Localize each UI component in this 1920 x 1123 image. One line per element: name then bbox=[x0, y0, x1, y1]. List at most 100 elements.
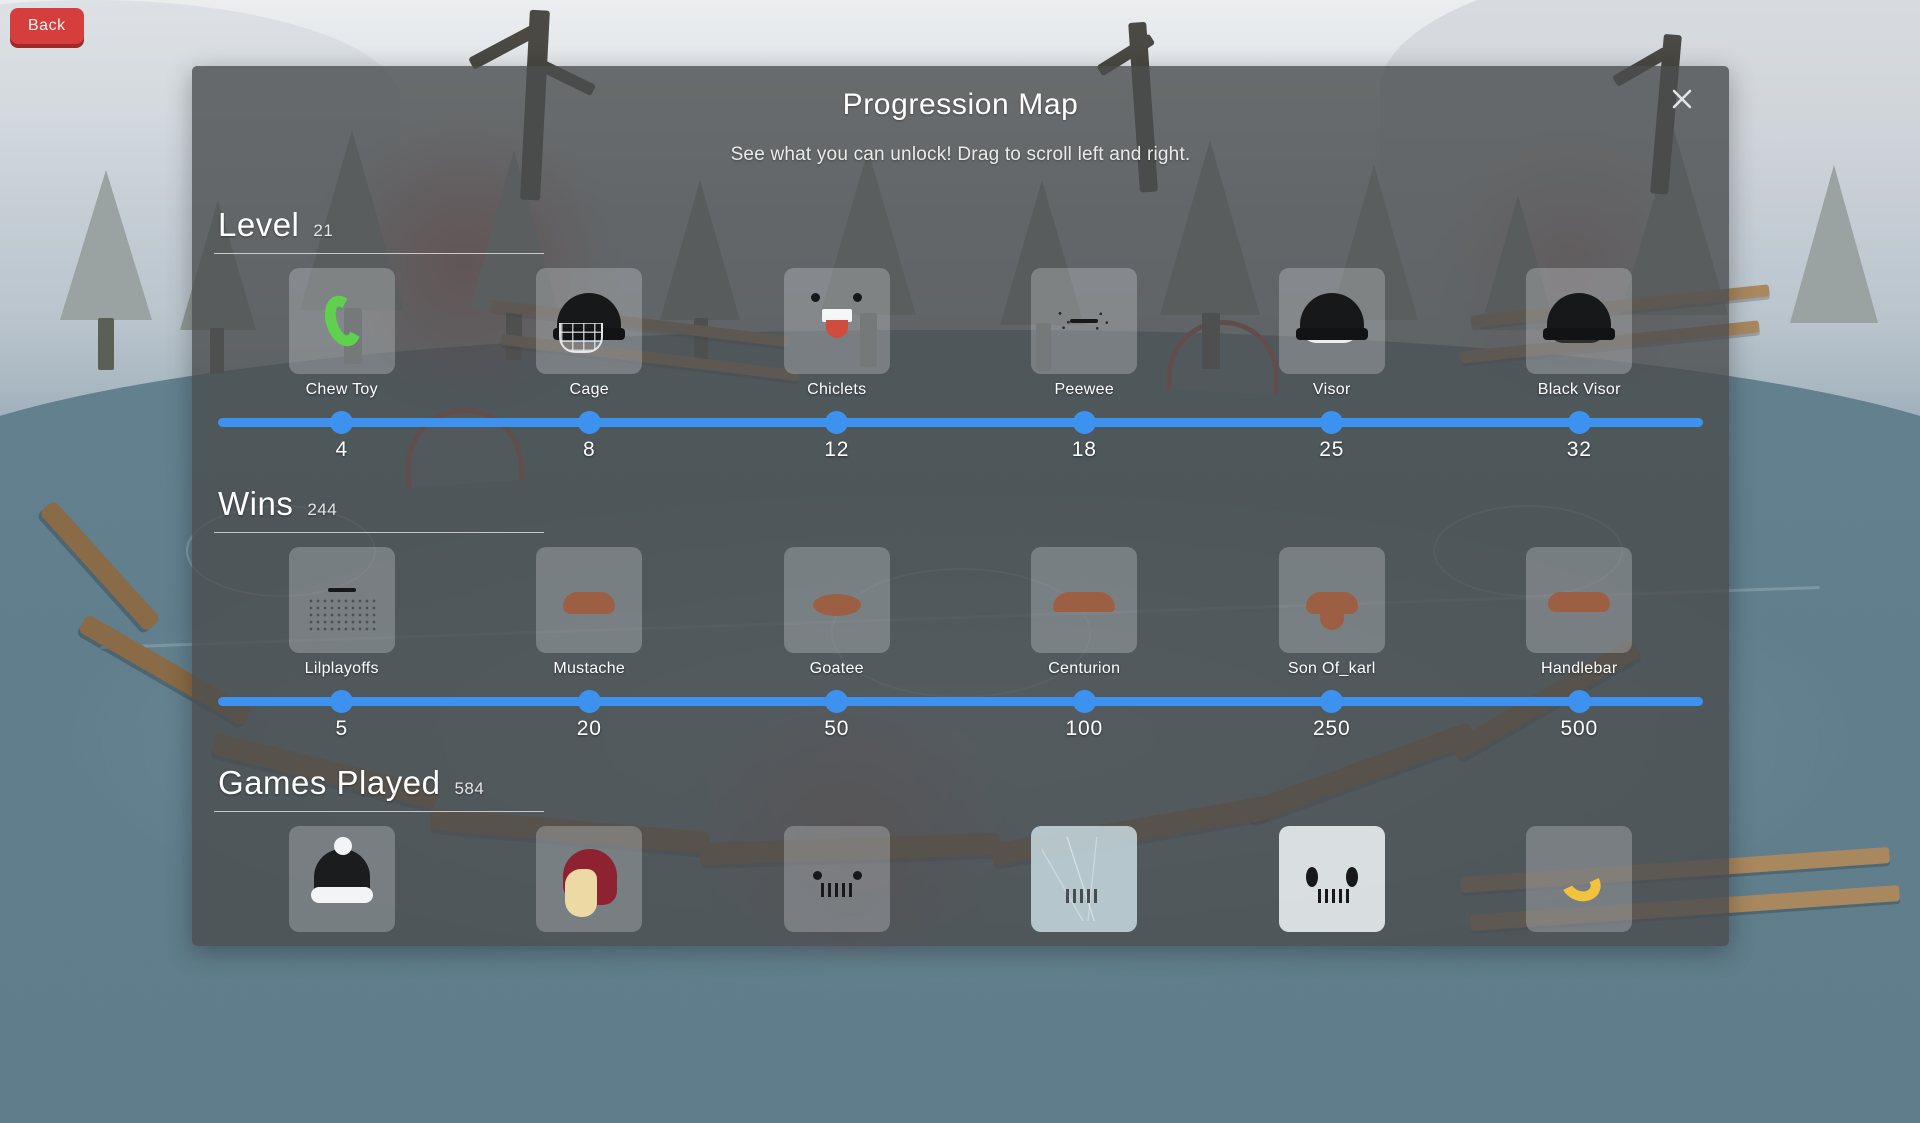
slider-node[interactable]: 500 bbox=[1456, 690, 1704, 741]
item-thumbnail[interactable] bbox=[536, 547, 642, 653]
unlock-items-row: Lilplayoffs Mustache Goatee bbox=[214, 547, 1707, 678]
back-button[interactable]: Back bbox=[10, 8, 84, 44]
progression-map-dialog: Progression Map See what you can unlock!… bbox=[192, 66, 1729, 946]
slider-node[interactable]: 250 bbox=[1208, 690, 1456, 741]
item-thumbnail[interactable] bbox=[1031, 268, 1137, 374]
unlock-item[interactable] bbox=[1456, 826, 1704, 939]
item-label: Centurion bbox=[1048, 660, 1120, 678]
item-thumbnail[interactable] bbox=[289, 268, 395, 374]
item-thumbnail[interactable] bbox=[1526, 826, 1632, 932]
slider-node-value: 100 bbox=[1066, 717, 1103, 741]
item-thumbnail[interactable] bbox=[1279, 268, 1385, 374]
unlock-item[interactable]: Black Visor bbox=[1456, 268, 1704, 399]
white-mask-icon bbox=[1290, 837, 1374, 921]
unlock-item[interactable]: Chew Toy bbox=[218, 268, 466, 399]
slider-node-dot bbox=[1073, 411, 1096, 434]
item-label: Black Visor bbox=[1538, 381, 1621, 399]
slider-node-value: 250 bbox=[1313, 717, 1350, 741]
unlock-item[interactable] bbox=[961, 826, 1209, 939]
banana-icon bbox=[1537, 837, 1621, 921]
slider-node-dot bbox=[1320, 690, 1343, 713]
unlock-item[interactable]: Peewee bbox=[961, 268, 1209, 399]
unlock-item[interactable] bbox=[466, 826, 714, 939]
item-thumbnail[interactable] bbox=[536, 268, 642, 374]
item-thumbnail[interactable] bbox=[536, 826, 642, 932]
lilplayoffs-face-icon bbox=[300, 558, 384, 642]
section-level: Level 21 Chew Toy Cage bbox=[214, 206, 1707, 463]
item-label: Handlebar bbox=[1541, 660, 1618, 678]
slider-node-dot bbox=[825, 411, 848, 434]
unlock-item[interactable]: Son Of_karl bbox=[1208, 547, 1456, 678]
item-thumbnail[interactable] bbox=[784, 268, 890, 374]
cage-helmet-icon bbox=[547, 279, 631, 363]
slider-nodes: 4 8 12 18 25 bbox=[218, 411, 1703, 462]
slider-node[interactable]: 50 bbox=[713, 690, 961, 741]
slider-node-dot bbox=[578, 411, 601, 434]
slider-node[interactable]: 5 bbox=[218, 690, 466, 741]
slider-node[interactable]: 25 bbox=[1208, 411, 1456, 462]
slider-node[interactable]: 20 bbox=[466, 690, 714, 741]
item-thumbnail[interactable] bbox=[289, 826, 395, 932]
section-divider bbox=[214, 811, 544, 812]
progress-slider-wins[interactable]: 5 20 50 100 bbox=[214, 690, 1707, 742]
unlock-item[interactable] bbox=[218, 826, 466, 939]
slider-node-dot bbox=[1568, 411, 1591, 434]
section-current-value: 21 bbox=[313, 221, 333, 241]
section-title: Level bbox=[218, 206, 299, 244]
item-thumbnail[interactable] bbox=[1279, 547, 1385, 653]
slider-node-dot bbox=[825, 690, 848, 713]
dialog-subtitle: See what you can unlock! Drag to scroll … bbox=[192, 144, 1729, 166]
unlock-item[interactable]: Centurion bbox=[961, 547, 1209, 678]
item-thumbnail[interactable] bbox=[1031, 547, 1137, 653]
slider-node[interactable]: 32 bbox=[1456, 411, 1704, 462]
dialog-header: Progression Map See what you can unlock!… bbox=[192, 66, 1729, 166]
unlock-item[interactable]: Mustache bbox=[466, 547, 714, 678]
goalie-mask-icon bbox=[795, 837, 879, 921]
item-thumbnail[interactable] bbox=[1031, 826, 1137, 932]
section-header: Wins 244 bbox=[214, 485, 1707, 523]
item-thumbnail[interactable] bbox=[784, 547, 890, 653]
unlock-item[interactable]: Cage bbox=[466, 268, 714, 399]
slider-node-dot bbox=[1320, 411, 1343, 434]
close-button[interactable] bbox=[1663, 80, 1701, 118]
unlock-item[interactable]: Visor bbox=[1208, 268, 1456, 399]
unlock-item[interactable]: Handlebar bbox=[1456, 547, 1704, 678]
slider-node-dot bbox=[1568, 690, 1591, 713]
slider-node-value: 12 bbox=[824, 438, 849, 462]
slider-node[interactable]: 18 bbox=[961, 411, 1209, 462]
progress-slider-level[interactable]: 4 8 12 18 25 bbox=[214, 411, 1707, 463]
slider-node[interactable]: 4 bbox=[218, 411, 466, 462]
son-of-karl-beard-icon bbox=[1290, 558, 1374, 642]
progression-sections-scroll[interactable]: Level 21 Chew Toy Cage bbox=[192, 206, 1729, 946]
tree-trunk bbox=[98, 318, 114, 370]
section-header: Games Played 584 bbox=[214, 764, 1707, 802]
item-thumbnail[interactable] bbox=[289, 547, 395, 653]
item-label: Chiclets bbox=[807, 381, 866, 399]
item-thumbnail[interactable] bbox=[1526, 547, 1632, 653]
slider-node[interactable]: 100 bbox=[961, 690, 1209, 741]
unlock-item[interactable]: Chiclets bbox=[713, 268, 961, 399]
slider-node-value: 500 bbox=[1561, 717, 1598, 741]
slider-node[interactable]: 8 bbox=[466, 411, 714, 462]
item-thumbnail[interactable] bbox=[1526, 268, 1632, 374]
slider-node-dot bbox=[330, 411, 353, 434]
slider-node[interactable]: 12 bbox=[713, 411, 961, 462]
section-games-played: Games Played 584 bbox=[214, 764, 1707, 939]
item-label: Lilplayoffs bbox=[305, 660, 379, 678]
item-thumbnail[interactable] bbox=[1279, 826, 1385, 932]
item-label: Chew Toy bbox=[306, 381, 378, 399]
slider-node-value: 32 bbox=[1567, 438, 1592, 462]
item-thumbnail[interactable] bbox=[784, 826, 890, 932]
unlock-item[interactable]: Goatee bbox=[713, 547, 961, 678]
slider-nodes: 5 20 50 100 bbox=[218, 690, 1703, 741]
unlock-item[interactable] bbox=[1208, 826, 1456, 939]
chew-toy-icon bbox=[300, 279, 384, 363]
slider-node-value: 20 bbox=[577, 717, 602, 741]
black-beanie-icon bbox=[300, 837, 384, 921]
unlock-items-row bbox=[214, 826, 1707, 939]
unlock-item[interactable] bbox=[713, 826, 961, 939]
unlock-item[interactable]: Lilplayoffs bbox=[218, 547, 466, 678]
black-visor-helmet-icon bbox=[1537, 279, 1621, 363]
item-label: Mustache bbox=[553, 660, 625, 678]
page-title: Progression Map bbox=[192, 88, 1729, 122]
